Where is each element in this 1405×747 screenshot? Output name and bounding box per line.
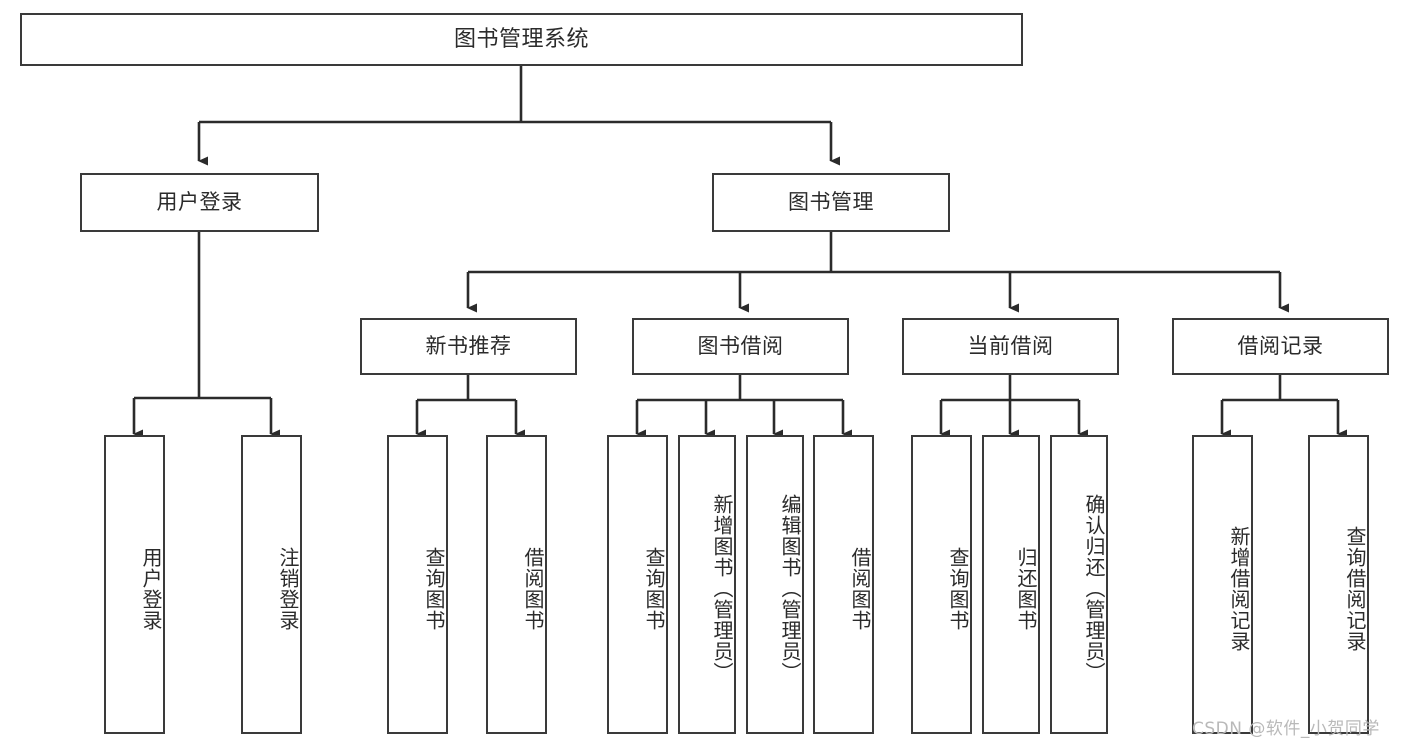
node-leaf-return-book-label: 归还图书 (1014, 546, 1038, 631)
node-leaf-query-book-1[interactable]: 查询图书 (387, 435, 448, 734)
node-leaf-add-book[interactable]: 新增图书（管理员） (678, 435, 736, 734)
node-leaf-logout-login[interactable]: 注销登录 (241, 435, 302, 734)
node-leaf-add-book-label: 新增图书（管理员） (710, 494, 734, 683)
node-leaf-logout-login-label: 注销登录 (276, 546, 300, 631)
node-user-login-label: 用户登录 (156, 190, 243, 215)
node-root[interactable]: 图书管理系统 (20, 13, 1023, 66)
node-book-borrow-label: 图书借阅 (697, 334, 784, 359)
node-leaf-query-book-3[interactable]: 查询图书 (911, 435, 972, 734)
node-leaf-query-book-1-label: 查询图书 (422, 546, 446, 631)
node-leaf-add-record[interactable]: 新增借阅记录 (1192, 435, 1253, 734)
node-current-borrow-label: 当前借阅 (967, 334, 1054, 359)
node-leaf-borrow-book-1[interactable]: 借阅图书 (486, 435, 547, 734)
node-book-borrow[interactable]: 图书借阅 (632, 318, 849, 375)
node-leaf-edit-book[interactable]: 编辑图书（管理员） (746, 435, 804, 734)
node-leaf-confirm-return-label: 确认归还（管理员） (1082, 494, 1106, 683)
node-borrow-record-label: 借阅记录 (1237, 334, 1324, 359)
node-leaf-query-book-2-label: 查询图书 (642, 546, 666, 631)
node-leaf-user-login[interactable]: 用户登录 (104, 435, 165, 734)
node-leaf-borrow-book-1-label: 借阅图书 (521, 546, 545, 631)
node-leaf-query-record-label: 查询借阅记录 (1343, 525, 1367, 652)
node-leaf-query-record[interactable]: 查询借阅记录 (1308, 435, 1369, 734)
node-user-login[interactable]: 用户登录 (80, 173, 319, 232)
node-new-book-recommend[interactable]: 新书推荐 (360, 318, 577, 375)
node-leaf-borrow-book-2-label: 借阅图书 (848, 546, 872, 631)
node-new-book-recommend-label: 新书推荐 (425, 334, 512, 359)
node-borrow-record[interactable]: 借阅记录 (1172, 318, 1389, 375)
node-leaf-query-book-2[interactable]: 查询图书 (607, 435, 668, 734)
node-leaf-return-book[interactable]: 归还图书 (982, 435, 1040, 734)
node-leaf-edit-book-label: 编辑图书（管理员） (778, 494, 802, 683)
node-book-manage-label: 图书管理 (788, 190, 874, 215)
node-leaf-add-record-label: 新增借阅记录 (1227, 525, 1251, 652)
node-book-manage[interactable]: 图书管理 (712, 173, 950, 232)
node-leaf-borrow-book-2[interactable]: 借阅图书 (813, 435, 874, 734)
node-leaf-query-book-3-label: 查询图书 (946, 546, 970, 631)
node-leaf-confirm-return[interactable]: 确认归还（管理员） (1050, 435, 1108, 734)
node-current-borrow[interactable]: 当前借阅 (902, 318, 1119, 375)
node-leaf-user-login-label: 用户登录 (139, 546, 163, 631)
node-root-label: 图书管理系统 (453, 26, 589, 52)
csdn-watermark: CSDN @软件_小贺同学 (1192, 719, 1380, 739)
